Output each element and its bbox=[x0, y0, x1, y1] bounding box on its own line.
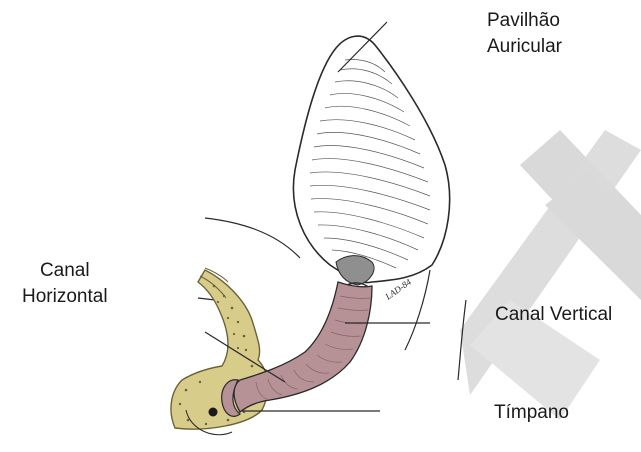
ear-pinna bbox=[293, 36, 449, 290]
label-canal-horizontal: Canal Horizontal bbox=[22, 258, 108, 310]
watermark-x-icon bbox=[460, 130, 641, 420]
label-line: Horizontal bbox=[22, 284, 108, 310]
ear-canal bbox=[186, 282, 372, 435]
label-canal-vertical: Canal Vertical bbox=[495, 302, 612, 328]
label-timpano: Tímpano bbox=[494, 400, 569, 426]
label-line: Canal bbox=[22, 258, 108, 284]
label-line: Auricular bbox=[487, 34, 562, 60]
label-pavilhao-auricular: Pavilhão Auricular bbox=[487, 8, 562, 60]
label-line: Pavilhão bbox=[487, 8, 562, 34]
